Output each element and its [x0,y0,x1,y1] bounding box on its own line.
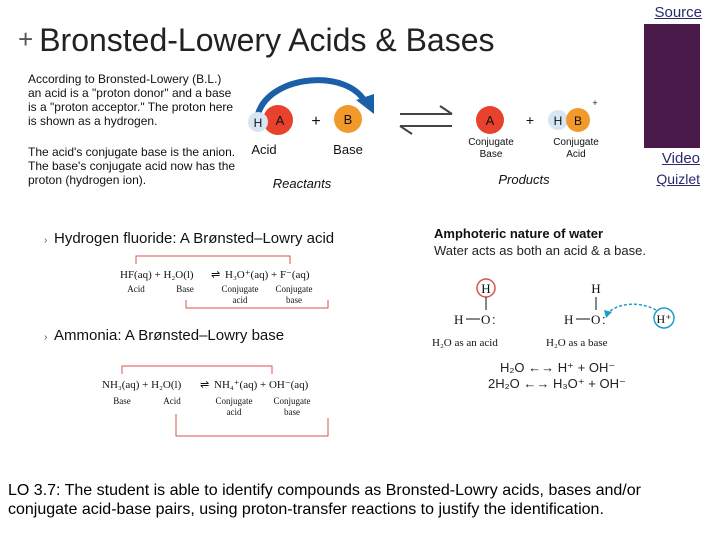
hf-label-conj-base-1: Conjugate [276,284,313,294]
conjugate-base-line2: Base [480,149,503,160]
base-label: Base [333,142,363,157]
hf-equation-left: HF(aq) + H₂O(l) [120,269,194,281]
equilibrium-arrows-icon [399,105,453,135]
h-plus-label: H⁺ [657,312,672,326]
acid-label: Acid [251,142,276,157]
water-base-h-left: H [564,312,573,327]
water-base-h-top: H [591,281,600,296]
nh3-bracket-bottom [175,414,329,437]
lone-pair-icon-2: : [602,312,606,327]
water-structures: H H O : H₂O as an acid H H O : H⁺ H₂O as… [432,278,675,349]
hf-label-conj-acid-1: Conjugate [222,284,259,294]
hf-label-acid: Acid [127,284,145,294]
hf-bracket-top [135,255,291,264]
ball-h-product [548,110,568,130]
learning-objective: LO 3.7: The student is able to identify … [8,482,641,518]
hf-label-base: Base [176,284,194,294]
source-link[interactable]: Source [654,4,702,21]
water-equation-1: H₂O ←→ H⁺ + OH⁻ [500,360,616,375]
b-label: B [344,112,353,127]
hf-bracket-bottom [185,300,329,309]
nh3-equation-left: NH₃(aq) + H₂O(l) [102,379,182,391]
a-label: A [276,113,285,128]
water-acid-h-left: H [454,312,463,327]
small-plus: + [592,98,597,108]
lone-pair-icon: : [492,312,496,327]
hf-equation-right: H₃O⁺(aq) + F⁻(aq) [225,269,310,281]
nh3-label-conj-acid-1: Conjugate [216,396,253,406]
example-reactions: › Hydrogen fluoride: A Brønsted–Lowry ac… [44,230,334,437]
h-label: H [254,116,263,130]
nh3-bracket-top [121,365,273,374]
ball-a-reactant [263,105,293,135]
nh3-equation-right: NH₄⁺(aq) + OH⁻(aq) [214,379,309,391]
hf-label-conj-base-2: base [286,295,302,305]
h-product-label: H [554,114,563,128]
conjugate-acid-line2: Acid [566,149,585,160]
hf-title: Hydrogen fluoride: A Brønsted–Lowry acid [54,230,334,247]
water-acid-o: O [481,312,490,327]
sidebar-accent-bar [644,24,700,148]
water-base-label: H₂O as a base [546,337,608,349]
quizlet-link[interactable]: Quizlet [656,171,700,187]
intro-paragraph-1: According to Bronsted-Lowery (B.L.) an a… [28,72,234,128]
plus-product: + [526,112,534,128]
reactants-label: Reactants [273,176,332,191]
page-title: +Bronsted-Lowery Acids & Bases [18,22,495,59]
proton-accept-arrow [607,303,657,315]
water-acid-label: H₂O as an acid [432,337,498,349]
arrow-head-icon-2 [604,310,612,318]
water-equation-2: 2H₂O ←→ H₃O⁺ + OH⁻ [488,376,626,391]
arrow-head-icon [356,94,374,114]
nh3-title: Ammonia: A Brønsted–Lowry base [54,327,284,344]
bullet-arrow-icon-2: › [44,332,47,343]
nh3-label-conj-base-1: Conjugate [274,396,311,406]
hf-label-conj-acid-2: acid [233,295,248,305]
water-base-o: O [591,312,600,327]
nh3-label-conj-base-2: base [284,407,300,417]
products-label: Products [498,172,550,187]
nh3-label-conj-acid-2: acid [227,407,242,417]
proton-circle-icon [653,307,675,329]
ball-b-product [566,108,590,132]
nh3-label-acid: Acid [163,396,181,406]
bullet-arrow-icon: › [44,235,47,246]
nh3-label-base: Base [113,396,131,406]
plus-icon: + [18,24,34,54]
amphoteric-subtitle: Water acts as both an acid & a base. [434,243,646,258]
nh3-equilibrium-icon: ⇌ [200,379,209,391]
ball-h-reactant [248,112,268,132]
video-link[interactable]: Video [661,150,700,167]
proton-transfer-arrow [255,77,369,116]
conjugate-base-line1: Conjugate [468,137,514,148]
water-acid-h-top: H [481,281,490,296]
reaction-diagram: H A + B Acid Base Reactants A + H B + Co… [248,77,599,191]
amphoteric-title: Amphoteric nature of water [434,226,604,241]
ball-b-reactant [334,105,362,133]
a-product-label: A [486,113,495,128]
conjugate-acid-line1: Conjugate [553,137,599,148]
page-title-text: Bronsted-Lowery Acids & Bases [39,22,495,58]
intro-paragraph-2: The acid's conjugate base is the anion. … [28,145,236,187]
hf-equilibrium-icon: ⇌ [211,269,220,281]
ball-a-product [476,106,504,134]
plus-reactant: + [311,113,320,130]
b-product-label: B [574,114,582,128]
